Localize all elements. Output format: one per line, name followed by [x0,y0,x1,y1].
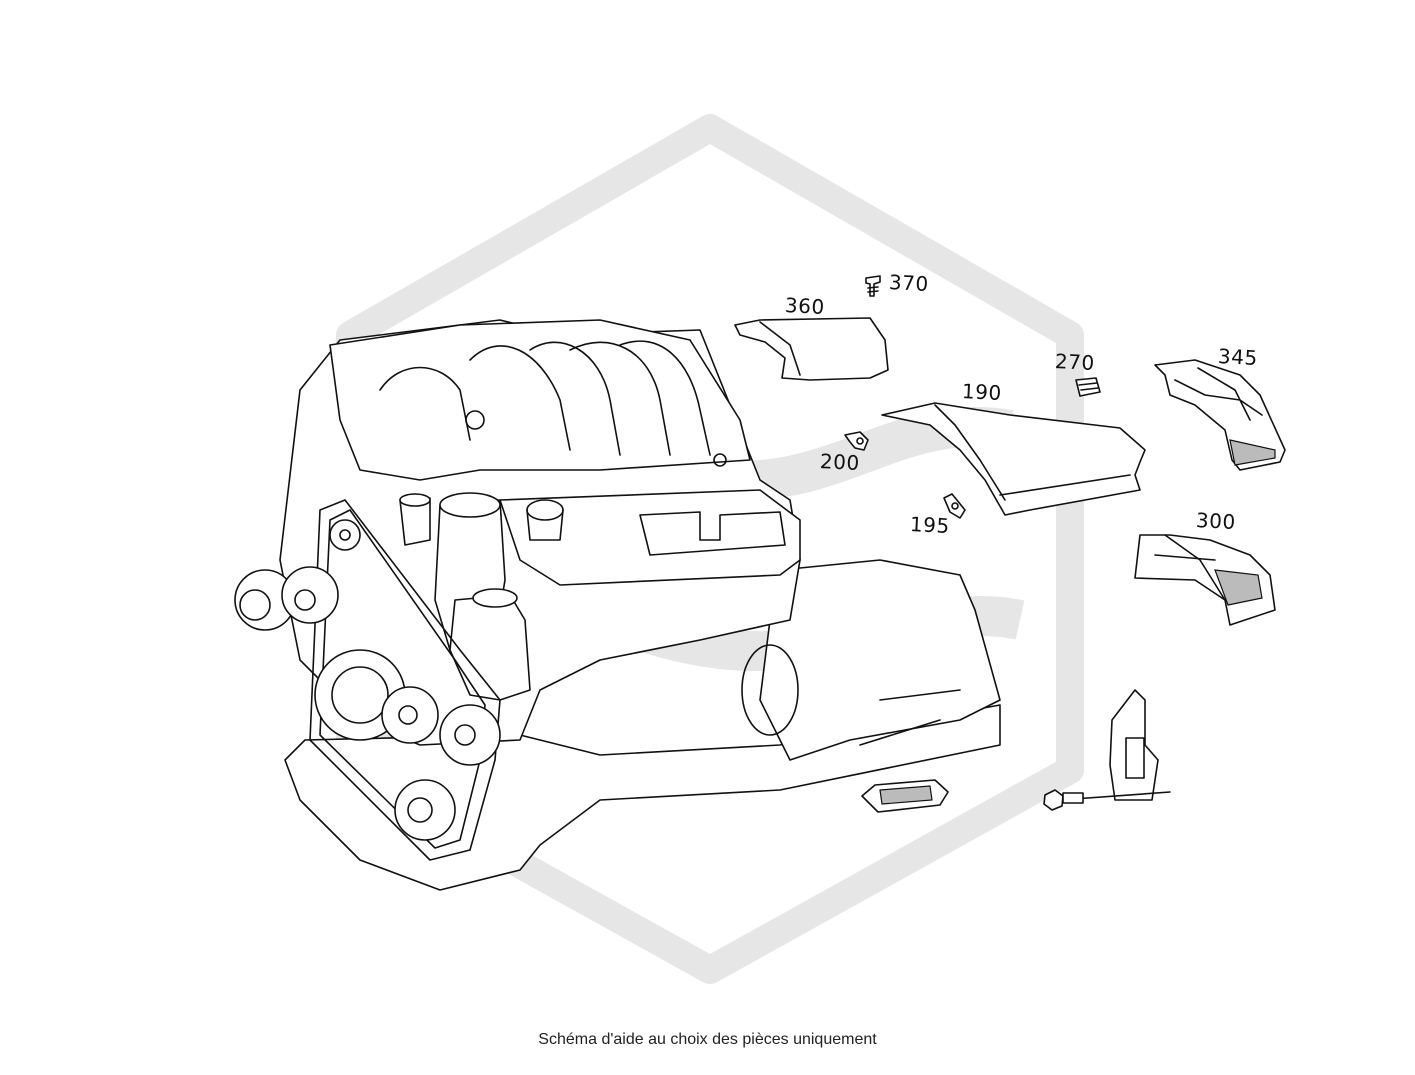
diagram-caption: Schéma d'aide au choix des pièces unique… [538,1031,877,1048]
label-270[interactable]: 270 [1054,348,1096,376]
label-370[interactable]: 370 [888,269,930,297]
part-190-engine-cover[interactable] [881,402,1146,516]
part-195-clip[interactable] [943,493,966,519]
mount-bracket-bolt[interactable] [1043,689,1171,811]
part-370-clip[interactable] [865,275,881,297]
bottom-plate[interactable] [861,779,949,813]
label-360[interactable]: 360 [784,292,826,320]
label-195[interactable]: 195 [909,511,951,539]
engine-assembly [234,319,1001,891]
label-200[interactable]: 200 [819,448,861,476]
part-270-bracket[interactable] [1075,377,1101,397]
part-360-cover[interactable] [734,317,889,381]
part-300-cover[interactable] [1134,534,1276,626]
label-345[interactable]: 345 [1217,343,1259,371]
part-345-cover[interactable] [1154,359,1286,471]
label-190[interactable]: 190 [961,378,1003,406]
label-300[interactable]: 300 [1195,507,1237,535]
part-200-bracket[interactable] [844,431,869,451]
